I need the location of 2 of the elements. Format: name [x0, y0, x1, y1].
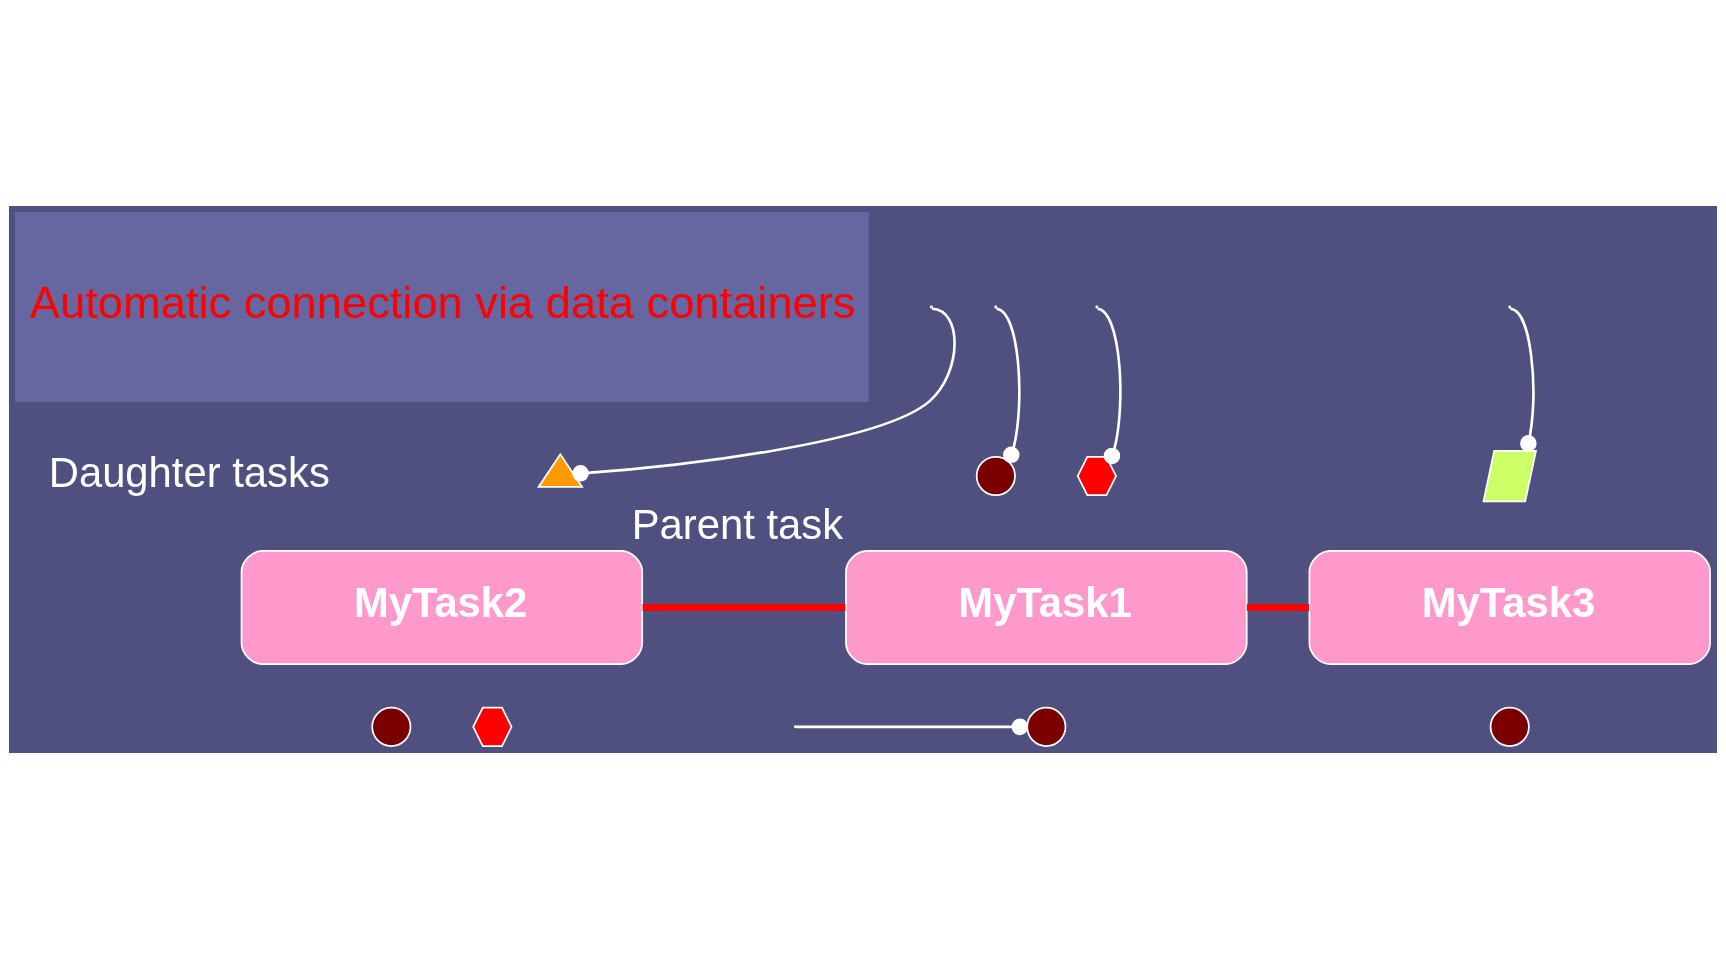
node-label: Parent task [631, 501, 844, 549]
label: Daughter tasks [48, 448, 330, 496]
